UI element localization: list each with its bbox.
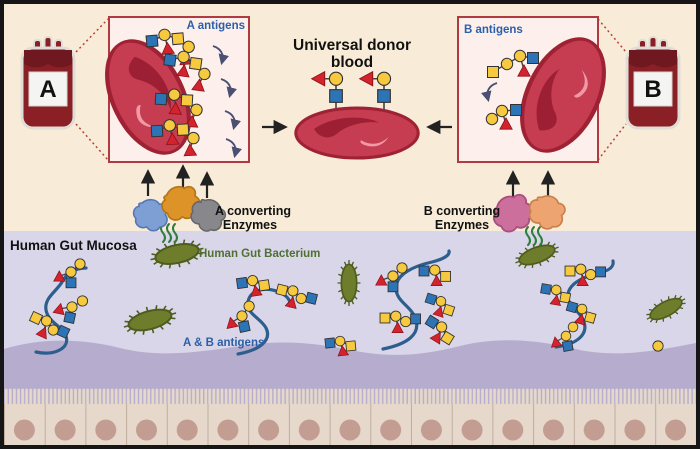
red-blood-cell-universal (294, 106, 420, 160)
b-antigen-chains (485, 49, 539, 130)
blood-bag-b-letter: B (644, 76, 661, 103)
cleavage-arrows-a (212, 45, 243, 159)
a-converting-label-line1: A converting (215, 204, 291, 218)
a-converting-label-line2: Enzymes (223, 218, 277, 232)
blood-bag-a-letter: A (39, 76, 56, 103)
cleavage-arrow-b (480, 82, 498, 103)
a-and-b-antigens-label: A & B antigens (183, 337, 264, 349)
b-antigens-label: B antigens (464, 24, 523, 36)
b-converting-label-line2: Enzymes (435, 218, 489, 232)
blood-bag-b: B (625, 35, 681, 130)
universal-donor-title-line2: blood (331, 54, 373, 71)
gut-bacterium-icon (336, 259, 362, 307)
human-gut-mucosa-label: Human Gut Mucosa (10, 238, 137, 253)
inset-box-a-antigens: A antigens (90, 16, 250, 166)
blood-bag-a: A (20, 35, 76, 130)
b-converting-label-line1: B converting (424, 204, 500, 218)
a-antigens-label: A antigens (187, 20, 245, 32)
universal-donor-blood: Universal donor blood (262, 37, 452, 160)
human-gut-bacterium-label: Human Gut Bacterium (199, 248, 320, 260)
inset-box-b-antigens: B antigens (457, 16, 621, 164)
epithelial-cell-layer (4, 386, 696, 445)
b-converting-enzymes: B converting Enzymes (424, 170, 572, 237)
a-converting-enzymes: A converting Enzymes (129, 164, 291, 239)
callout-dotted-lines (75, 18, 627, 161)
universal-donor-title-line1: Universal donor (293, 37, 411, 54)
mucin-chain (34, 266, 88, 355)
